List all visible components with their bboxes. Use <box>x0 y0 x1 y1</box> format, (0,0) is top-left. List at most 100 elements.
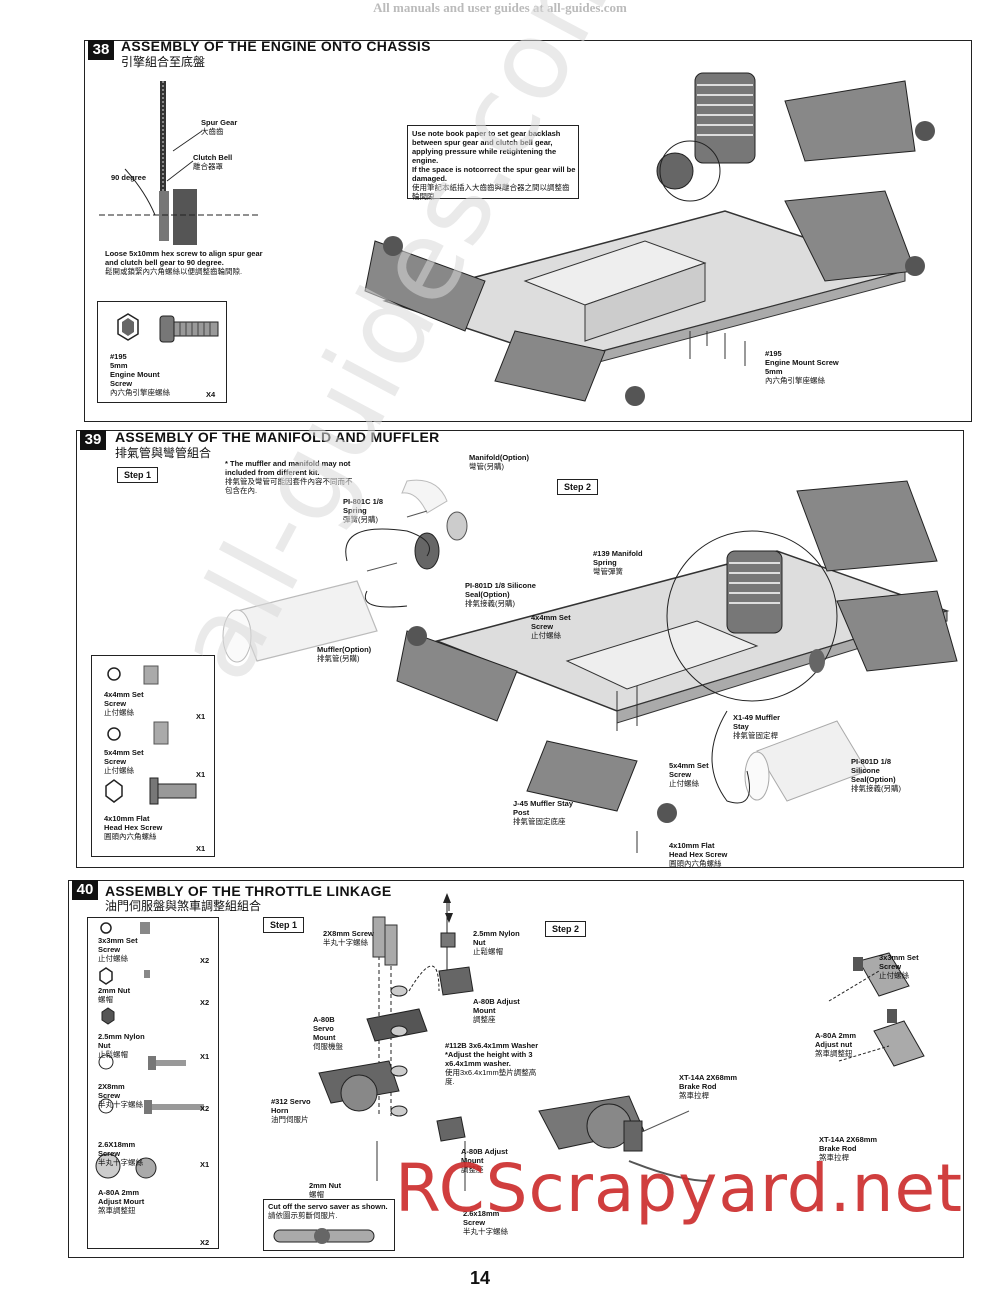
brake-rod1-cn: 煞車拉桿 <box>679 1091 709 1100</box>
site-watermark: RCScrapyard.net <box>395 1150 963 1227</box>
brake-rod1-label: XT-14A 2X68mm Brake Rod 煞車拉桿 <box>679 1073 739 1100</box>
section-38-title-cn: 引擎組合至底盤 <box>121 55 206 69</box>
part-40-1-cn: 螺帽 <box>98 995 113 1004</box>
engine-mount-screw-icon <box>117 313 219 343</box>
part-40-2-qty: X1 <box>200 1052 210 1061</box>
backlash-note-box: Use note book paper to set gear backlash… <box>407 125 579 201</box>
setscrew-5x4-label: 5x4mm Set Screw 止付螺絲 <box>669 761 719 788</box>
brake-rod2-text: XT-14A 2X68mm Brake Rod <box>819 1135 878 1153</box>
source-watermark-note: All manuals and user guides at all-guide… <box>373 0 627 15</box>
manifold-text: Manifold(Option) <box>469 453 529 462</box>
part-39-1-qty: X1 <box>196 770 206 779</box>
part-40-2-name: 2.5mm Nylon Nut <box>98 1032 145 1050</box>
section-40-title-cn: 油門伺服盤與煞車調整組組合 <box>105 899 262 913</box>
part-39-1: 5x4mm Set Screw 止付螺絲 <box>104 748 154 775</box>
manifold-spring-text: #139 Manifold Spring <box>593 549 643 567</box>
part-39-2: 4x10mm Flat Head Hex Screw 圓頭內六角螺絲 <box>104 814 164 841</box>
seal2-cn: 排氣接義(另購) <box>851 784 901 793</box>
loose-screw-text: Loose 5x10mm hex screw to align spur gea… <box>105 249 263 267</box>
parts-list-39: 4x4mm Set Screw 止付螺絲 X1 5x4mm Set Screw … <box>91 655 215 857</box>
adjust-nut-text: A-80A 2mm Adjust nut <box>815 1031 856 1049</box>
part-39-2-cn: 圓頭內六角螺絲 <box>104 832 157 841</box>
page-number: 14 <box>470 1268 491 1288</box>
part-195-qty: X4 <box>206 390 216 399</box>
section-38: 38 ASSEMBLY OF THE ENGINE ONTO CHASSIS 引… <box>84 38 972 422</box>
stay-post-cn: 排氣管固定底座 <box>513 817 566 826</box>
part-40-5-name: A-80A 2mm Adjust Mourt <box>98 1188 145 1206</box>
callout-195-num: #195 <box>765 349 782 358</box>
screw-2x8-cn: 半丸十字螺絲 <box>323 938 368 947</box>
brake-rod2-cn: 煞車拉桿 <box>819 1153 849 1162</box>
setscrew-4x4-text: 4x4mm Set Screw <box>531 613 571 631</box>
seal2-text: PI-801D 1/8 Silicone Seal(Option) <box>851 757 896 784</box>
muffler-stay-text: X1-49 Muffler Stay <box>733 713 781 731</box>
screw-26-text: 2.6x18mm Screw <box>463 1209 500 1227</box>
nut-2mm-text: 2mm Nut <box>309 1181 342 1190</box>
screw-26-cn: 半丸十字螺絲 <box>463 1227 508 1236</box>
part-box-195: #195 5mm Engine Mount Screw 內六角引擎座螺絲 X4 <box>97 301 227 403</box>
section-39-title-cn: 排氣管與彎管組合 <box>115 446 212 460</box>
adjust-mount2-text: A-80B Adjust Mount <box>461 1147 508 1165</box>
part-40-1-qty: X2 <box>200 998 210 1007</box>
section-40: 40 ASSEMBLY OF THE THROTTLE LINKAGE 油門伺服… <box>68 880 964 1258</box>
setscrew-5x4-cn: 止付螺絲 <box>669 779 699 788</box>
servo-saver-icon <box>273 1228 375 1244</box>
part-39-0-name: 4x4mm Set Screw <box>104 690 144 708</box>
clutch-bell-label: Clutch Bell 離合器罩 <box>193 153 232 171</box>
washer-label: #112B 3x6.4x1mm Washer *Adjust the heigh… <box>445 1041 545 1086</box>
flathead-callout-text: 4x10mm Flat Head Hex Screw <box>669 841 728 859</box>
backlash-text: Use note book paper to set gear backlash… <box>412 129 561 165</box>
washer-cn: 使用3x6.4x1mm墊片調整高度. <box>445 1068 537 1086</box>
part-40-5-qty: X2 <box>200 1238 210 1247</box>
nut-2mm-cn: 螺帽 <box>309 1190 324 1199</box>
part-40-3-cn: 半丸十字螺絲 <box>98 1100 143 1109</box>
section-39: 39 ASSEMBLY OF THE MANIFOLD AND MUFFLER … <box>76 429 964 868</box>
clutch-bell-text: Clutch Bell <box>193 153 233 162</box>
cut-note: Cut off the servo saver as shown. 請依圖示剪斷… <box>268 1202 388 1220</box>
part-39-0-qty: X1 <box>196 712 206 721</box>
manifold-cn: 彎管(另購) <box>469 462 504 471</box>
step-2-label: Step 2 <box>557 479 599 495</box>
step-number-38: 38 <box>88 40 114 60</box>
nylon-nut-cn: 止鬆螺帽 <box>473 947 503 956</box>
manifold-muffler-illustration <box>222 479 958 853</box>
adjust-nut-label: A-80A 2mm Adjust nut 煞車調整鈕 <box>815 1031 875 1058</box>
spur-gear-cn: 大齒齒 <box>201 127 224 136</box>
stay-post-label: J-45 Muffler Stay Post 排氣管固定底座 <box>513 799 583 826</box>
stay-post-text: J-45 Muffler Stay Post <box>513 799 574 817</box>
kit-note-text: * The muffler and manifold may not inclu… <box>225 459 351 477</box>
backlash-cn: 使用筆記本紙插入大齒齒與離合器之間以調整齒輪間隙. <box>412 183 570 201</box>
engine-mount-callout: #195 Engine Mount Screw 5mm 內六角引擎座螺絲 <box>765 349 845 385</box>
adjust-mount-cn: 調整座 <box>473 1015 496 1024</box>
spring-label: PI-801C 1/8 Spring 彈簧(另購) <box>343 497 403 524</box>
nylon-nut-label: 2.5mm Nylon Nut 止鬆螺帽 <box>473 929 523 956</box>
part-39-2-name: 4x10mm Flat Head Hex Screw <box>104 814 163 832</box>
backlash-note: Use note book paper to set gear backlash… <box>412 129 576 201</box>
muffler-cn: 排氣管(另購) <box>317 654 360 663</box>
adjust-nut-cn: 煞車調整鈕 <box>815 1049 853 1058</box>
adjust-mount-text: A-80B Adjust Mount <box>473 997 520 1015</box>
servo-horn-cn: 油門伺服片 <box>271 1115 309 1124</box>
flathead-callout: 4x10mm Flat Head Hex Screw 圓頭內六角螺絲 <box>669 841 729 868</box>
callout-195-cn: 內六角引擎座螺絲 <box>765 376 825 385</box>
part-195-name: Engine Mount Screw <box>110 370 160 388</box>
manifold-spring-cn: 彎管彈簧 <box>593 567 623 576</box>
engine-chassis-illustration <box>99 72 935 406</box>
part-195-size: 5mm <box>110 361 128 370</box>
part-40-0-qty: X2 <box>200 956 210 965</box>
muffler-stay-cn: 排氣管固定桿 <box>733 731 778 740</box>
section-39-title: ASSEMBLY OF THE MANIFOLD AND MUFFLER <box>115 429 440 445</box>
setscrew-4x4-label: 4x4mm Set Screw 止付螺絲 <box>531 613 581 640</box>
seal2-label: PI-801D 1/8 Silicone Seal(Option) 排氣接義(另… <box>851 757 921 793</box>
part-40-4-cn: 半丸十字螺絲 <box>98 1158 143 1167</box>
step-1-label: Step 1 <box>117 467 159 483</box>
spring-text: PI-801C 1/8 Spring <box>343 497 384 515</box>
setscrew-4x4-cn: 止付螺絲 <box>531 631 561 640</box>
kit-note-cn: 排氣管及彎管可能因套件內容不同而不包含在內. <box>225 477 353 495</box>
part-40-3-qty: X2 <box>200 1104 210 1113</box>
part-40-1: 2mm Nut 螺帽 <box>98 986 130 1004</box>
step-number-40: 40 <box>72 880 98 900</box>
part-40-2: 2.5mm Nylon Nut 止鬆螺帽 <box>98 1032 148 1059</box>
part-195-cn: 內六角引擎座螺絲 <box>110 388 170 397</box>
screw-2x8-label: 2X8mm Screw 半丸十字螺絲 <box>323 929 383 947</box>
